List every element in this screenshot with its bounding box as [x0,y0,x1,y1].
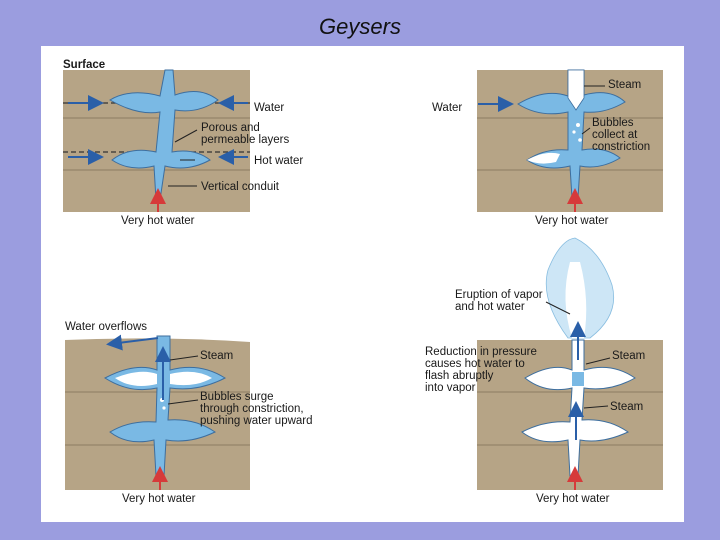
label-very-hot-water: Very hot water [536,493,610,505]
label-reduction-4: into vapor [425,382,476,394]
label-very-hot-water: Very hot water [121,215,195,227]
slide-title: Geysers [319,14,401,39]
label-porous-1: Porous and [201,122,260,134]
label-water: Water [254,102,284,114]
label-reduction-3: flash abruptly [425,370,494,382]
steam-pocket [567,69,585,111]
label-steam: Steam [608,79,641,91]
water-chamber [517,69,626,199]
label-steam-mid: Steam [610,401,643,413]
stage-2-diagram: Water Steam Bubbles collect at constrict… [432,69,663,227]
stage-3-diagram: Water overflows Steam Bubbles surge thro… [65,321,313,505]
label-bubbles-3: constriction [592,141,650,153]
label-very-hot-water: Very hot water [122,493,196,505]
label-bubbles-2: collect at [592,129,638,141]
water-chamber [104,335,226,477]
stage-4-diagram: Eruption of vapor and hot water Reductio… [425,237,663,505]
label-overflow: Water overflows [65,321,147,333]
label-water: Water [432,102,462,114]
label-reduction-1: Reduction in pressure [425,346,537,358]
label-surge-2: through constriction, [200,403,304,415]
label-surge-3: pushing water upward [200,415,313,427]
stage-1-diagram: Surface Water Porous and permeable layer… [63,59,303,227]
label-very-hot-water: Very hot water [535,215,609,227]
label-conduit: Vertical conduit [201,181,280,193]
label-reduction-2: causes hot water to [425,358,525,370]
water-chamber [109,69,219,201]
label-steam: Steam [200,350,233,362]
label-surface: Surface [63,59,105,71]
label-porous-2: permeable layers [201,134,289,146]
label-bubbles-1: Bubbles [592,117,634,129]
label-steam-top: Steam [612,350,645,362]
label-eruption-1: Eruption of vapor [455,289,543,301]
label-hot-water: Hot water [254,155,303,167]
overflow-arrow [106,334,159,351]
label-eruption-2: and hot water [455,301,525,313]
label-surge-1: Bubbles surge [200,391,274,403]
